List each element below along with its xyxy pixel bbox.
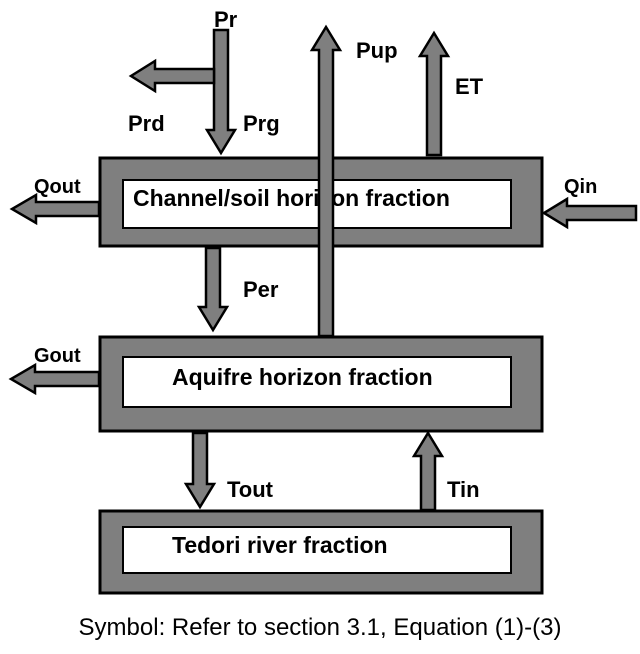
channel-soil-label: Channel/soil horizon fraction xyxy=(133,185,450,211)
tout-label: Tout xyxy=(227,477,274,502)
qout-arrow xyxy=(9,192,101,226)
pr-arrow xyxy=(204,28,238,156)
qout-label: Qout xyxy=(34,176,81,198)
per-label: Per xyxy=(243,277,279,302)
tin-arrow xyxy=(411,430,445,512)
per-arrow xyxy=(196,246,230,333)
pup-arrow xyxy=(309,24,343,338)
tedori-box xyxy=(98,509,544,595)
tedori-label: Tedori river fraction xyxy=(172,532,388,558)
et-label: ET xyxy=(455,74,484,99)
prd-arrow xyxy=(128,58,216,94)
tout-arrow xyxy=(183,431,217,510)
gout-label: Gout xyxy=(34,345,81,367)
aquifer-label: Aquifre horizon fraction xyxy=(172,364,433,390)
pr-label: Pr xyxy=(214,7,238,32)
caption: Symbol: Refer to section 3.1, Equation (… xyxy=(78,614,562,641)
tin-label: Tin xyxy=(447,477,480,502)
pup-label: Pup xyxy=(356,38,398,63)
qin-arrow xyxy=(541,196,638,230)
prg-label: Prg xyxy=(243,111,280,136)
gout-arrow xyxy=(8,362,101,396)
prd-label: Prd xyxy=(128,111,165,136)
qin-label: Qin xyxy=(564,176,597,198)
et-arrow xyxy=(417,30,451,157)
